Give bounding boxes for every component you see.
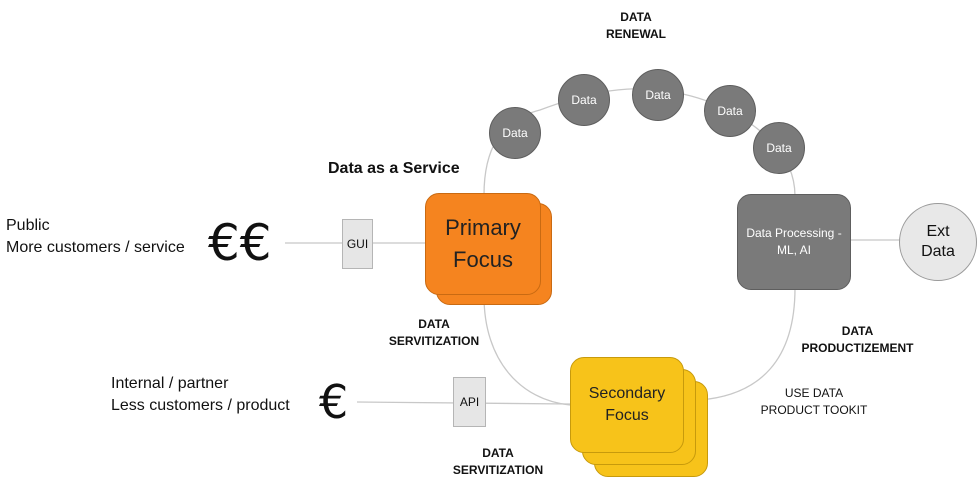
data-node: Data — [558, 74, 610, 126]
productizement-label: DATA PRODUCTIZEMENT — [800, 323, 915, 357]
servitization-2-line2: SERVITIZATION — [452, 463, 544, 477]
internal-line2: Less customers / product — [111, 397, 290, 414]
servitization-2-line1: DATA — [482, 446, 514, 460]
data-node: Data — [753, 122, 805, 174]
ext-data-circle: Ext Data — [899, 203, 977, 281]
servitization-1-line2: SERVITIZATION — [388, 334, 480, 348]
ext-data-line2: Data — [921, 243, 955, 260]
servitization-arc — [483, 295, 571, 406]
secondary-focus-box: Secondary Focus — [570, 357, 684, 453]
public-line2: More customers / service — [6, 239, 185, 256]
productizement-arc — [699, 287, 796, 401]
servitization-label-1: DATA SERVITIZATION — [381, 316, 487, 350]
renewal-label-line2: RENEWAL — [606, 27, 666, 41]
secondary-focus-line1: Secondary — [588, 385, 666, 402]
primary-focus-box: Primary Focus — [425, 193, 541, 295]
data-node: Data — [489, 107, 541, 159]
internal-line1: Internal / partner — [111, 375, 229, 392]
processing-line2: ML, AI — [776, 243, 811, 257]
renewal-label: DATA RENEWAL — [596, 9, 676, 43]
servitization-label-2: DATA SERVITIZATION — [444, 445, 552, 479]
toolkit-line1: USE DATA — [784, 386, 844, 400]
api-tag: API — [453, 377, 486, 427]
internal-block: Internal / partner Less customers / prod… — [111, 373, 290, 417]
primary-focus-line2: Focus — [453, 247, 513, 272]
public-block: Public More customers / service — [6, 215, 185, 259]
euro-single-symbol: € — [319, 375, 349, 429]
productizement-line2: PRODUCTIZEMENT — [801, 341, 914, 355]
daas-title: Data as a Service — [328, 160, 460, 177]
secondary-focus-line2: Focus — [605, 407, 649, 424]
servitization-1-line1: DATA — [418, 317, 450, 331]
primary-focus-line1: Primary — [445, 215, 521, 240]
toolkit-line2: PRODUCT TOOKIT — [760, 403, 868, 417]
processing-line1: Data Processing - — [746, 226, 842, 240]
toolkit-label: USE DATA PRODUCT TOOKIT — [755, 385, 873, 419]
gui-tag: GUI — [342, 219, 373, 269]
data-node: Data — [632, 69, 684, 121]
productizement-line1: DATA — [841, 324, 874, 338]
public-line1: Public — [6, 217, 50, 234]
data-node: Data — [704, 85, 756, 137]
ext-data-line1: Ext — [926, 223, 950, 240]
processing-box: Data Processing - ML, AI — [737, 194, 851, 290]
renewal-label-line1: DATA — [620, 10, 652, 24]
euro-double-symbol: €€ — [208, 214, 272, 272]
